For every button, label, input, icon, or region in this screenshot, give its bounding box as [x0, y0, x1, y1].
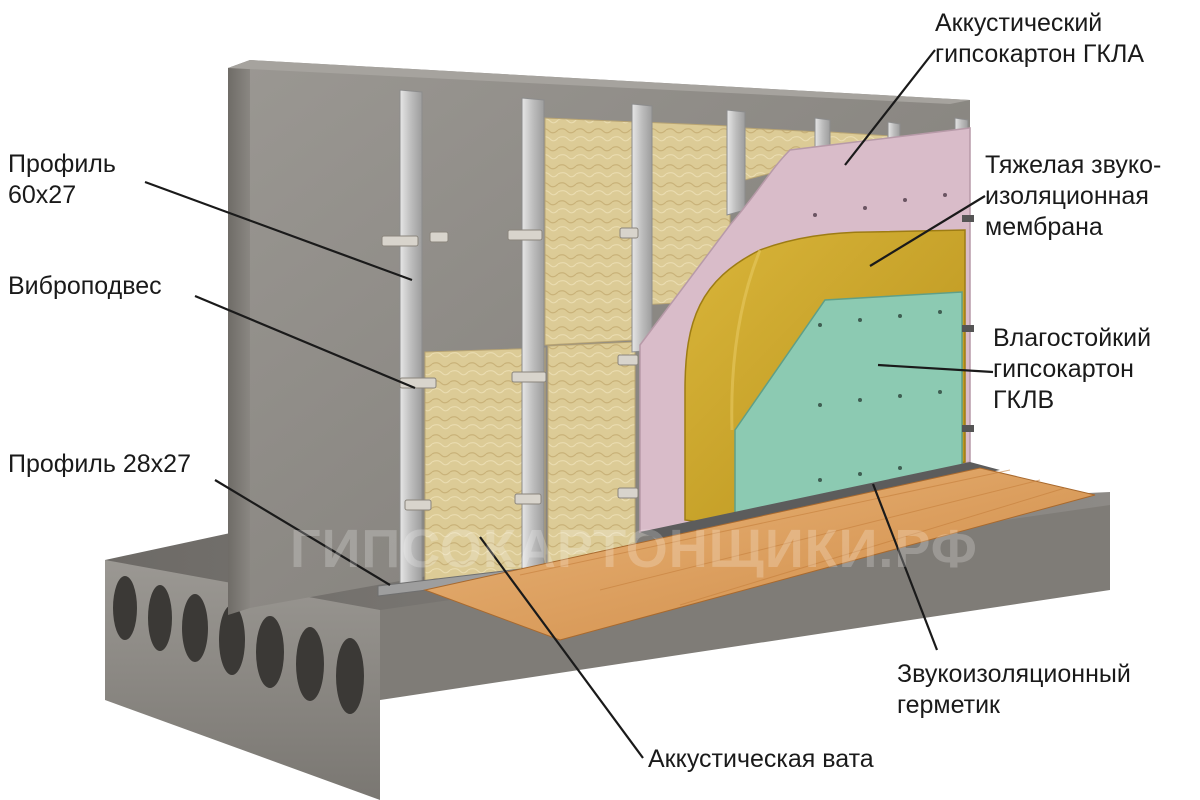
label-profile-60x27: Профиль 60х27 [8, 150, 116, 209]
leader-sealant [871, 483, 939, 651]
vibro-hangers [381, 227, 639, 511]
watermark-text: ГИПСОКАРТОНЩИКИ.РФ [290, 519, 978, 579]
label-acoustic-wool: Аккустическая вата [648, 745, 874, 773]
label-sealant: Звукоизоляционный герметик [897, 660, 1131, 719]
leader-wool [479, 536, 644, 759]
gklv-board [734, 215, 974, 526]
leader-lines [144, 49, 994, 759]
slab-hollow-cores [113, 576, 364, 714]
leader-profile28 [214, 479, 391, 586]
label-moisture-drywall-gklv: Влагостойкий гипсокартон ГКЛВ [993, 324, 1152, 414]
label-acoustic-drywall-gkla: Аккустический гипсокартон ГКЛА [935, 9, 1145, 68]
sealant-bead [640, 462, 1000, 540]
leader-gklv [877, 363, 994, 374]
vertical-profiles [399, 89, 969, 591]
label-heavy-membrane: Тяжелая звуко- изоляционная мембрана [985, 151, 1162, 241]
leader-gkla [844, 49, 936, 166]
label-profile-28x27: Профиль 28х27 [8, 450, 191, 478]
acoustic-wool-panels [424, 117, 961, 589]
leader-membrane [869, 195, 986, 267]
wood-floor [423, 467, 1096, 641]
leader-profile60 [144, 180, 413, 282]
leader-hanger [194, 294, 416, 390]
label-vibro-hanger: Виброподвес [8, 272, 162, 300]
